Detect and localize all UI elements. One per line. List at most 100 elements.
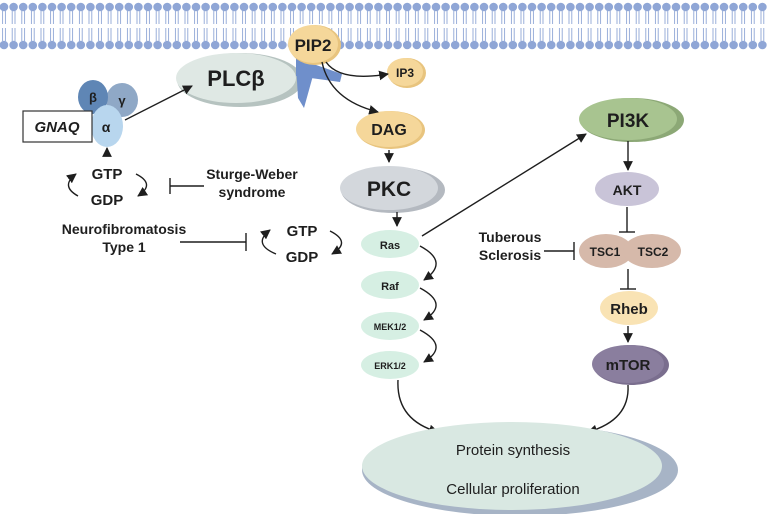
erk-label: ERK1/2: [374, 361, 406, 371]
lipid-head: [162, 40, 172, 50]
lipid-head: [729, 40, 738, 50]
plcb-label: PLCβ: [207, 66, 264, 91]
tuberous-line2: Sclerosis: [479, 247, 541, 263]
lipid-head: [508, 40, 518, 50]
lipid-head: [450, 40, 460, 50]
lipid-head: [614, 40, 623, 50]
lipid-head: [374, 2, 383, 12]
mek-node: MEK1/2: [361, 312, 419, 340]
lipid-head: [729, 2, 738, 12]
lipid-head: [652, 2, 662, 12]
rheb-label: Rheb: [610, 301, 648, 318]
lipid-head: [172, 40, 182, 50]
gdp-mid-label: GDP: [286, 249, 319, 266]
lipid-head: [498, 2, 508, 12]
lipid-head: [738, 40, 748, 50]
lipid-head: [57, 40, 66, 50]
lipid-head: [710, 2, 719, 12]
lipid-head: [470, 40, 479, 50]
lipid-head: [623, 2, 633, 12]
lipid-head: [316, 2, 326, 12]
lipid-head: [297, 2, 306, 12]
tsc1-label: TSC1: [590, 245, 621, 259]
lipid-head: [268, 40, 278, 50]
outcome-line2: Cellular proliferation: [446, 481, 579, 498]
lipid-head: [489, 2, 498, 12]
lipid-head: [268, 2, 278, 12]
gtp-gdp-cycle-left: GTP GDP: [66, 166, 204, 209]
lipid-head: [57, 2, 66, 12]
gtp-gdp-cycle-ras: GTP GDP: [260, 223, 343, 266]
lipid-head: [719, 2, 729, 12]
nf-line1: Neurofibromatosis: [62, 221, 187, 237]
lipid-head: [191, 2, 201, 12]
tsc2-node: [623, 234, 681, 268]
lipid-head: [18, 40, 28, 50]
lipid-head: [230, 2, 239, 12]
lipid-head: [345, 40, 354, 50]
lipid-head: [489, 40, 498, 50]
alpha-subunit: [91, 105, 123, 147]
lipid-head: [662, 40, 671, 50]
lipid-head: [95, 40, 105, 50]
lipid-head: [105, 2, 114, 12]
lipid-head: [47, 2, 57, 12]
arrows-top: [102, 61, 587, 237]
lipid-head: [86, 2, 95, 12]
lipid-head: [671, 40, 681, 50]
lipid-head: [134, 40, 143, 50]
erk-node: ERK1/2: [361, 351, 419, 379]
akt-node: AKT: [595, 172, 659, 206]
lipid-head: [393, 40, 402, 50]
pkc-node: PKC: [340, 166, 445, 213]
lipid-head: [153, 2, 162, 12]
lipid-head: [585, 40, 594, 50]
lipid-head: [134, 2, 143, 12]
lipid-head: [18, 2, 28, 12]
lipid-head: [585, 2, 594, 12]
lipid-head: [143, 40, 153, 50]
lipid-head: [671, 2, 681, 12]
lipid-head: [604, 40, 614, 50]
lipid-head: [105, 40, 114, 50]
lipid-head: [460, 40, 470, 50]
tuberous-line1: Tuberous: [479, 229, 542, 245]
lipid-head: [66, 2, 76, 12]
lipid-head: [758, 2, 767, 12]
lipid-head: [460, 2, 470, 12]
lipid-head: [594, 2, 604, 12]
gdp-left-label: GDP: [91, 192, 124, 209]
mek-label: MEK1/2: [374, 322, 407, 332]
lipid-head: [124, 40, 134, 50]
lipid-head: [479, 2, 489, 12]
ras-node: Ras: [361, 230, 419, 258]
lipid-head: [258, 40, 268, 50]
lipid-head: [402, 2, 412, 12]
lipid-head: [76, 2, 86, 12]
ip3-node: IP3: [387, 58, 426, 88]
pkc-label: PKC: [367, 178, 411, 201]
lipid-head: [220, 2, 230, 12]
lipid-head: [556, 40, 566, 50]
alpha-label: α: [102, 119, 111, 135]
tsc1-node: [579, 234, 633, 268]
lipid-head: [556, 2, 566, 12]
lipid-head: [383, 40, 393, 50]
lipid-head: [710, 40, 719, 50]
lipid-head: [364, 40, 374, 50]
lipid-head: [239, 2, 249, 12]
lipid-head: [719, 40, 729, 50]
lipid-head: [191, 40, 201, 50]
lipid-head: [642, 2, 652, 12]
dag-node: DAG: [356, 111, 425, 149]
lipid-head: [182, 2, 191, 12]
lipid-head: [431, 40, 441, 50]
lipid-head: [537, 40, 546, 50]
sturge-weber-label: Sturge-Weber syndrome: [206, 166, 298, 200]
lipid-head: [633, 40, 642, 50]
lipid-head: [114, 2, 124, 12]
lipid-head: [662, 2, 671, 12]
lipid-head: [95, 2, 105, 12]
ras-label: Ras: [380, 240, 400, 252]
lipid-head: [278, 40, 287, 50]
